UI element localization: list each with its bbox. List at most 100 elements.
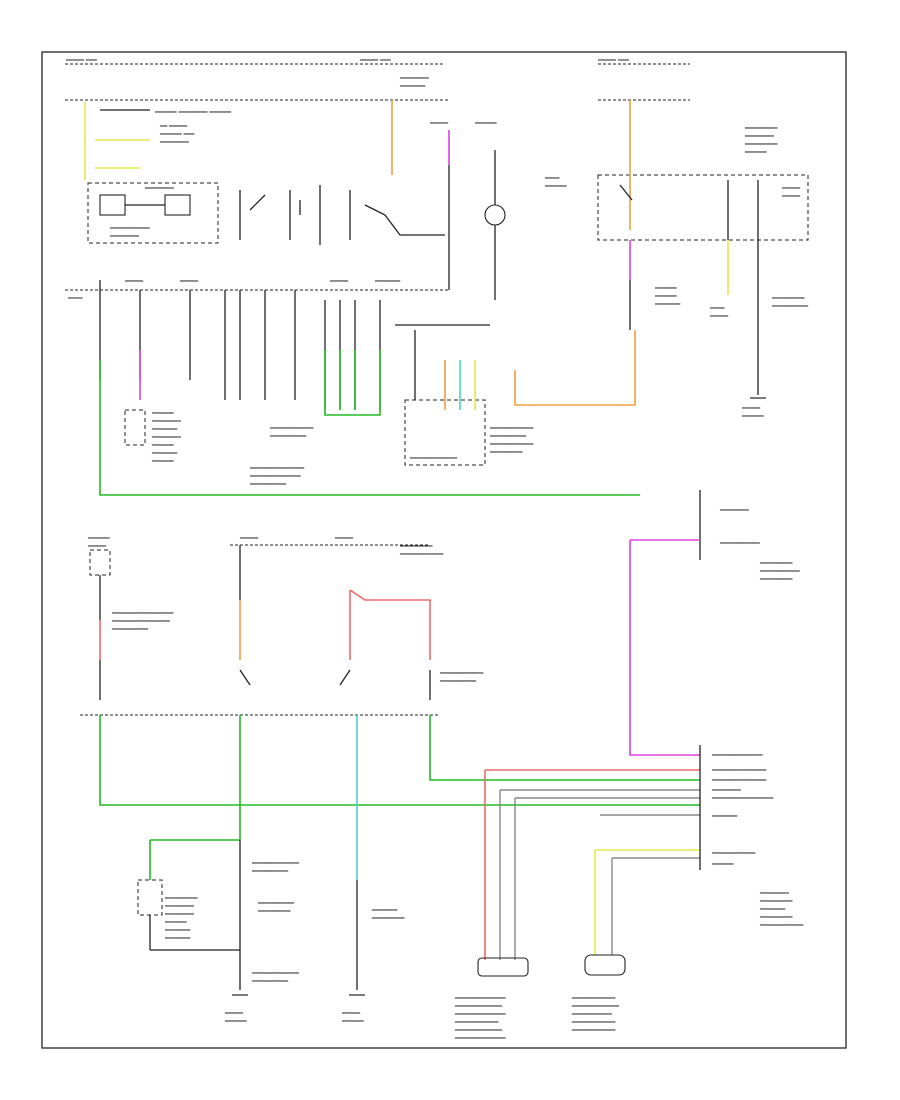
svg-text:━━━━━: ━━━━━ (781, 185, 800, 192)
svg-text:━━━━━: ━━━━━ (334, 535, 353, 542)
top-switches (239, 185, 445, 245)
svg-text:━━━━━━━: ━━━━━━━ (399, 83, 426, 90)
svg-text:━━━━━ ━━━: ━━━━━ ━━━ (597, 57, 629, 64)
svg-text:━━━━━━: ━━━━━━ (474, 120, 497, 127)
svg-text:━━━━━: ━━━━━ (429, 120, 448, 127)
svg-text:━━━━━━━━━━━━━━: ━━━━━━━━━━━━━━ (711, 752, 763, 759)
svg-text:━━━━━━ ━━━━━━━━ ━━━━━━: ━━━━━━ ━━━━━━━━ ━━━━━━ (154, 109, 231, 116)
svg-text:━━━━━━━━━: ━━━━━━━━━ (759, 898, 793, 905)
svg-text:━━━━━━━━━━━━━━━━: ━━━━━━━━━━━━━━━━ (111, 618, 170, 625)
svg-text:━━━━━: ━━━━━ (709, 313, 728, 320)
lower-harness (99, 715, 701, 960)
svg-text:━━━━━━: ━━━━━━ (164, 919, 187, 926)
svg-text:━━━━━━━━━━━━━: ━━━━━━━━━━━━━ (454, 1027, 502, 1034)
svg-text:━━━━━━━━━: ━━━━━━━━━ (759, 576, 793, 583)
left-sensor-block: ━━━━━━ ━━━━━━━━ ━━━━━━━ ━━━━━━━━ ━━━━━━ … (124, 350, 181, 465)
svg-text:━━━━━: ━━━━━ (179, 278, 198, 285)
bottom-middle-ground: ━━━━━━━ ━━━━━━━━━ ━━━━━ ━━━━━━ (341, 880, 405, 1025)
svg-text:━━━━━━━━━━━━━━━━━: ━━━━━━━━━━━━━━━━━ (711, 795, 774, 802)
svg-text:━━ ━━━━━: ━━ ━━━━━ (159, 123, 188, 130)
svg-text:━━━━━━━━━━: ━━━━━━━━━━ (251, 868, 289, 875)
svg-text:━━━━━━━━: ━━━━━━━━ (759, 890, 789, 897)
svg-text:━━━━━━━━━: ━━━━━━━━━ (399, 543, 433, 550)
svg-text:━━━━━━━━━━━━━━: ━━━━━━━━━━━━━━ (454, 995, 506, 1002)
svg-text:━━━━━━━━━━━━━: ━━━━━━━━━━━━━ (251, 970, 299, 977)
middle-green-loops: ━━━━━━━━━━━━ ━━━━━━━━━━ ━━━━━━━━━━━━━━━ … (99, 350, 640, 496)
svg-text:━━━━━━━━━━━━━: ━━━━━━━━━━━━━ (454, 1003, 502, 1010)
svg-text:━━━━━━━━: ━━━━━━━━ (719, 507, 749, 514)
svg-text:━━━━━━━━: ━━━━━━━━ (144, 185, 174, 192)
svg-text:━━━━━━: ━━━━━━ (87, 535, 110, 542)
svg-text:━━━━━━━━━━━━━━━: ━━━━━━━━━━━━━━━ (711, 777, 767, 784)
top-right-module: ━━━━━━━━━ ━━━━━━━━ ━━━━━━━━━ ━━━━━━ ━━━━… (544, 100, 809, 420)
svg-text:━━━━━━━: ━━━━━━━ (151, 426, 178, 433)
svg-text:━━━━━: ━━━━━ (329, 278, 348, 285)
svg-text:━━━━━━━━: ━━━━━━━━ (151, 434, 181, 441)
bottom-sensor-1: ━━━━━━━━━━━━━━ ━━━━━━━━━━━━━ ━━━━━━━━━━━… (454, 957, 529, 1042)
top-left-module-box: ━━━━━━━━ ━━━━━━━━━━━ ━━━━━━━━ (87, 182, 219, 244)
svg-text:━━━━━━━━━━━━━━━: ━━━━━━━━━━━━━━━ (711, 767, 767, 774)
svg-text:━━━━━━━━━━━━: ━━━━━━━━━━━━ (759, 922, 804, 929)
svg-text:━━━━━━: ━━━━━━ (654, 285, 677, 292)
svg-text:━━━━━━━━━: ━━━━━━━━━ (744, 141, 778, 148)
svg-text:━━━━━━━━━━: ━━━━━━━━━━ (257, 900, 295, 907)
svg-text:━━━━━━━━━━━━: ━━━━━━━━━━━━ (571, 1019, 616, 1026)
left-fuse-feeds: ━━━━━━ ━━━━━━━━ ━━━━━━ ━━ ━━━━━ ━━━━━━ ━… (84, 102, 231, 180)
svg-text:━━━━━━━━━━━━━━: ━━━━━━━━━━━━━━ (454, 1011, 506, 1018)
svg-text:━━━━━━━━━: ━━━━━━━━━ (164, 895, 198, 902)
bottom-sensor-2: ━━━━━━━━━━━━ ━━━━━━━━━━━━━ ━━━━━━━━━━━ ━… (571, 954, 626, 1034)
svg-text:━━━━━━━━━━━: ━━━━━━━━━━━ (109, 225, 150, 232)
svg-text:━━━━━━━━━━━━━: ━━━━━━━━━━━━━ (409, 455, 457, 462)
svg-text:━━━━━━: ━━━━━━ (151, 410, 174, 417)
svg-text:━━━━━━━━: ━━━━━━━━ (164, 903, 194, 910)
svg-text:━━━━━━━━: ━━━━━━━━ (109, 233, 139, 240)
svg-text:━━━━━━: ━━━━━━ (654, 293, 677, 300)
svg-text:━━━━━━━━━━━━━━: ━━━━━━━━━━━━━━ (249, 473, 301, 480)
svg-text:━━━━━━━━━━━━: ━━━━━━━━━━━━ (489, 425, 534, 432)
svg-text:━━━━━ ━━━: ━━━━━ ━━━ (359, 57, 391, 64)
svg-text:━━━━━━━: ━━━━━━━ (164, 935, 191, 942)
middle-left-block: ━━━━━━ ━━━━━ ━━━━━━━━━━━━━━━━━ ━━━━━━━━━… (87, 535, 174, 700)
svg-text:━━━━━━━: ━━━━━━━ (711, 813, 738, 820)
svg-text:━━━━━━━━: ━━━━━━━━ (744, 133, 774, 140)
svg-text:━━━━━━━━━━━━: ━━━━━━━━━━━━ (454, 1019, 499, 1026)
svg-text:━━━━━: ━━━━━ (124, 278, 143, 285)
svg-text:━━━━━━━━━━━━: ━━━━━━━━━━━━ (439, 670, 484, 677)
svg-text:━━━━━━━━: ━━━━━━━━ (159, 139, 189, 146)
middle-switch-bus: ━━━━━ ━━━━━ ━━━━━━━━━ ━━━━━━━━━━━━ ━━━━━… (230, 535, 484, 700)
svg-text:━━━━: ━━━━ (67, 295, 83, 302)
svg-text:━━━━━━━━━━━━: ━━━━━━━━━━━━ (571, 995, 616, 1002)
svg-text:━━━━━━━━━━━━━: ━━━━━━━━━━━━━ (251, 860, 299, 867)
top-power-buses: ━━━━━ ━━━ ━━━━━ ━━━ ━━━━━ ━━━ (65, 57, 690, 101)
diagram-border (41, 51, 847, 1049)
svg-text:━━━━━━━━━━━: ━━━━━━━━━━━ (759, 568, 800, 575)
svg-text:━━━━━━ ━━━: ━━━━━━ ━━━ (159, 131, 195, 138)
center-relay-module: ━━━━━━━━━━━━ ━━━━━━━━━━ ━━━━━━━━━━━━ ━━━… (395, 324, 636, 466)
svg-text:━━━━━━━━━━━━━━━━━: ━━━━━━━━━━━━━━━━━ (111, 610, 174, 617)
svg-text:━━━━━━━━━: ━━━━━━━━━ (744, 125, 778, 132)
svg-text:━━━━: ━━━━ (544, 175, 560, 182)
svg-text:━━━━━━━━: ━━━━━━━━ (399, 75, 429, 82)
svg-text:━━━━━━━━: ━━━━━━━━ (164, 911, 194, 918)
svg-text:━━━━━━━: ━━━━━━━ (164, 927, 191, 934)
svg-text:━━━━━━━━━━━━: ━━━━━━━━━━━━ (571, 1027, 616, 1034)
svg-text:━━━━━━: ━━━━━━ (341, 1018, 364, 1025)
svg-text:━━━━━━━━━━: ━━━━━━━━━━ (771, 303, 809, 310)
svg-text:━━━━━━: ━━━━━━ (741, 413, 764, 420)
svg-text:━━━━━━: ━━━━━━ (151, 458, 174, 465)
svg-text:━━━━━━━━━: ━━━━━━━━━ (759, 560, 793, 567)
svg-text:━━━━━━━━━━━: ━━━━━━━━━━━ (719, 540, 760, 547)
svg-text:━━━━━━: ━━━━━━ (151, 442, 174, 449)
svg-text:━━━━━━━━: ━━━━━━━━ (711, 787, 741, 794)
svg-text:━━━━━━━━━━━━━: ━━━━━━━━━━━━━ (571, 1003, 619, 1010)
svg-text:━━━━━━━━━━━━━━: ━━━━━━━━━━━━━━ (454, 1035, 506, 1042)
svg-text:━━━━━ ━━━: ━━━━━ ━━━ (65, 57, 97, 64)
svg-text:━━━━━: ━━━━━ (781, 193, 800, 200)
center-top-feeds: ━━━━━━━━ ━━━━━━━ ━━━━━ ━━━━━━ (391, 75, 506, 300)
svg-text:━━━━━━: ━━━━━━ (744, 149, 767, 156)
svg-text:━━━━━━━━━━━━: ━━━━━━━━━━━━ (489, 441, 534, 448)
svg-text:━━━━━━━: ━━━━━━━ (759, 906, 786, 913)
svg-text:━━━━━: ━━━━━ (341, 1010, 360, 1017)
right-connector-lower: ━━━━━━━━━━━━━━ ━━━━━━━━━━━━━━━ ━━━━━━━━━… (711, 752, 804, 929)
